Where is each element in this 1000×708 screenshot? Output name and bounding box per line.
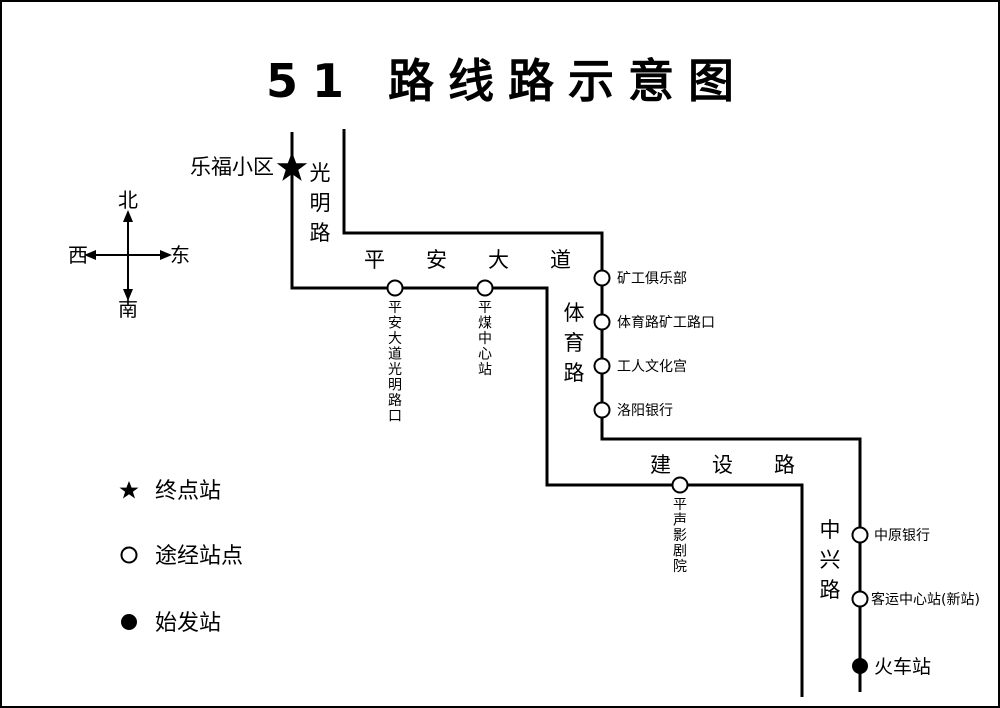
legend-star-icon xyxy=(119,481,139,499)
legend-open-circle-icon xyxy=(120,546,138,564)
stop-label-tiyu-kuanggong: 体育路矿工路口 xyxy=(617,315,715,331)
legend-label-intermediate: 途经站点 xyxy=(155,544,243,569)
stop-marker-pingmei xyxy=(476,279,494,297)
stop-marker-kuanggong xyxy=(593,269,611,287)
road-label-guangming: 光明路 xyxy=(310,161,331,245)
stop-label-huoche: 火车站 xyxy=(874,656,931,678)
legend-label-origin: 始发站 xyxy=(155,611,221,636)
stop-marker-pingan-guangming xyxy=(386,279,404,297)
compass: 北 南 西 东 xyxy=(68,188,190,321)
map-title: 51 路线路示意图 xyxy=(266,54,748,108)
stop-marker-gongren xyxy=(593,357,611,375)
compass-north-label: 北 xyxy=(118,188,138,212)
stop-label-keyun: 客运中心站(新站) xyxy=(871,591,980,608)
road-label-tiyu: 体育路 xyxy=(564,301,585,385)
stop-label-kuanggong: 矿工俱乐部 xyxy=(617,271,687,287)
stop-marker-tiyu-kuanggong xyxy=(593,313,611,331)
stop-label-terminal: 乐福小区 xyxy=(190,155,274,179)
route-line xyxy=(290,132,804,697)
stop-label-zhongyuan: 中原银行 xyxy=(874,528,930,544)
compass-west-label: 西 xyxy=(68,243,88,267)
legend: 终点站 途经站点 始发站 xyxy=(119,479,243,636)
stop-label-pingsheng: 平声影剧院 xyxy=(673,497,687,575)
stop-label-pingan-guangming: 平安大道光明路口 xyxy=(388,300,402,425)
stop-marker-keyun xyxy=(851,590,869,608)
legend-label-terminal: 终点站 xyxy=(155,479,221,504)
stop-label-pingmei: 平煤中心站 xyxy=(478,300,492,378)
stop-marker-pingsheng xyxy=(671,476,689,494)
road-label-zhongxing: 中兴路 xyxy=(820,518,841,602)
stop-marker-luoyang xyxy=(593,401,611,419)
road-label-pingan: 平安大道 xyxy=(364,248,571,272)
compass-south-label: 南 xyxy=(118,297,138,321)
stop-label-luoyang: 洛阳银行 xyxy=(617,403,673,419)
road-edge-north xyxy=(342,129,862,692)
stop-marker-zhongyuan xyxy=(851,526,869,544)
terminal-star-marker xyxy=(276,152,308,181)
road-label-jianshe: 建设路 xyxy=(650,453,795,477)
stop-label-gongren: 工人文化宫 xyxy=(617,359,687,375)
stop-marker-huoche xyxy=(852,658,868,674)
legend-filled-circle-icon xyxy=(121,614,137,630)
compass-east-label: 东 xyxy=(170,243,190,267)
